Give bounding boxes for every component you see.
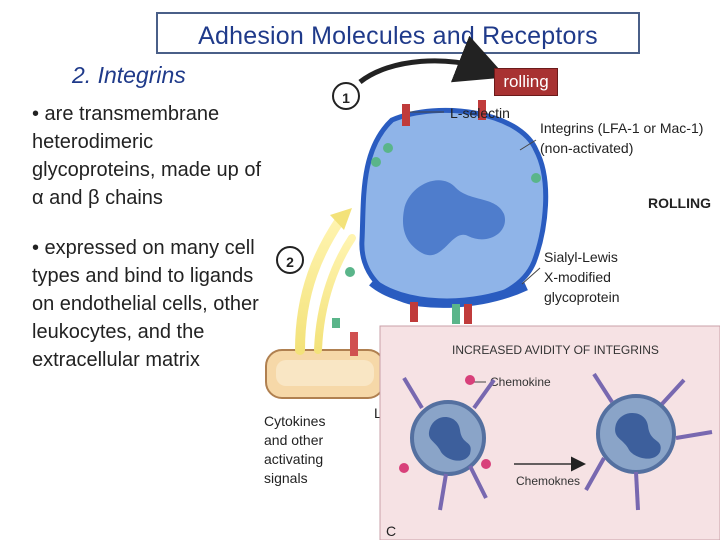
cytokines-label-1: Cytokines bbox=[264, 413, 325, 429]
rolling-label: ROLLING bbox=[648, 195, 711, 211]
activated-leukocyte bbox=[399, 375, 496, 511]
cytokines-label-4: signals bbox=[264, 470, 308, 486]
avidity-inset: INCREASED AVIDITY OF INTEGRINS Chemokine… bbox=[379, 325, 720, 540]
step-2-label: 2 bbox=[286, 254, 294, 270]
chemokines-label: Chemoknes bbox=[516, 474, 580, 488]
slide-title: Adhesion Molecules and Receptors bbox=[198, 22, 598, 50]
high-avidity-leukocyte bbox=[584, 372, 713, 511]
rolling-tag: rolling bbox=[494, 68, 558, 96]
step-1-label: 1 bbox=[342, 90, 350, 106]
integrins-state-label: (non-activated) bbox=[540, 140, 633, 156]
bullet-item: • expressed on many cell types and bind … bbox=[32, 237, 259, 371]
bullet-list: • are transmembrane heterodimeric glycop… bbox=[32, 100, 272, 396]
step-2-marker: 2 bbox=[276, 246, 304, 274]
signal-arrow bbox=[314, 234, 356, 354]
chemokine-label: Chemokine bbox=[490, 375, 551, 389]
nucleus bbox=[402, 180, 506, 256]
sialyl-label-1: Sialyl-Lewis bbox=[544, 249, 618, 265]
leukocyte-cell bbox=[359, 108, 549, 308]
l-selectin-label: L-selectin bbox=[450, 105, 510, 121]
cytokines-label-3: activating bbox=[264, 451, 323, 467]
bullet-item: • are transmembrane heterodimeric glycop… bbox=[32, 103, 262, 209]
partial-label: L bbox=[374, 405, 382, 421]
signal-arrow bbox=[295, 215, 345, 355]
step-1-marker: 1 bbox=[332, 82, 360, 110]
sialyl-label-3: glycoprotein bbox=[544, 289, 620, 305]
inset-title: INCREASED AVIDITY OF INTEGRINS bbox=[452, 343, 659, 357]
title-box: Adhesion Molecules and Receptors bbox=[156, 12, 640, 54]
panel-letter: C bbox=[386, 523, 396, 539]
cytokines-label-2: and other bbox=[264, 432, 323, 448]
slide-subtitle: 2. Integrins bbox=[72, 62, 186, 88]
sialyl-label-2: X-modified bbox=[544, 269, 611, 285]
rolling-arrow bbox=[358, 35, 507, 84]
integrins-label: Integrins (LFA-1 or Mac-1) bbox=[540, 120, 703, 136]
